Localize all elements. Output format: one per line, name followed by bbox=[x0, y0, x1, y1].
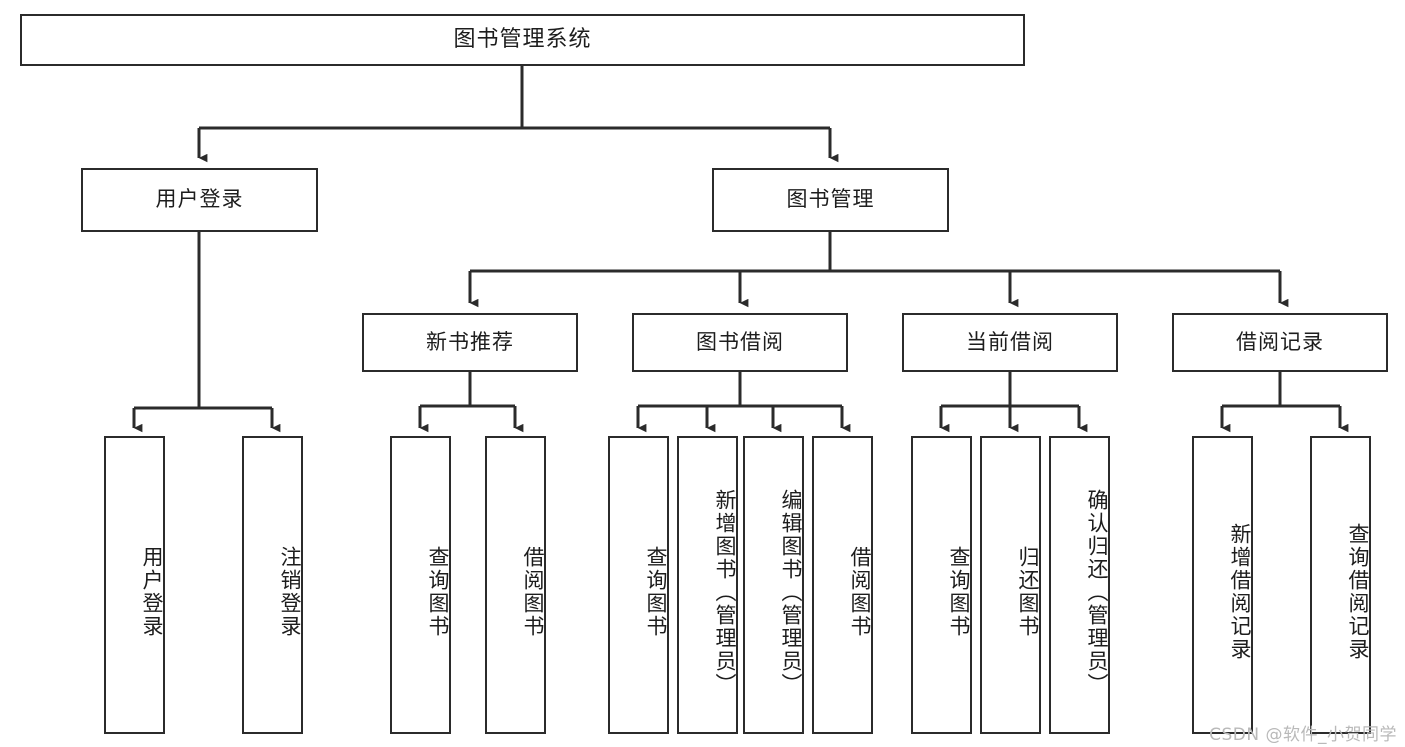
leaf-user-login-logout[interactable]: 注销登录 bbox=[242, 436, 303, 734]
csdn-watermark: CSDN @软件_小贺同学 bbox=[1209, 725, 1397, 745]
leaf-book-borrow-edit[interactable]: 编辑图书（管理员） bbox=[743, 436, 804, 734]
leaf-current-borrow-query[interactable]: 查询图书 bbox=[911, 436, 972, 734]
node-borrow-record[interactable]: 借阅记录 bbox=[1172, 313, 1388, 372]
node-label: 图书管理系统 bbox=[453, 26, 592, 52]
node-label: 用户登录 bbox=[140, 546, 164, 638]
leaf-user-login-login[interactable]: 用户登录 bbox=[104, 436, 165, 734]
node-label: 查询图书 bbox=[426, 546, 450, 638]
node-label: 新增图书（管理员） bbox=[713, 488, 737, 696]
node-current-borrow[interactable]: 当前借阅 bbox=[902, 313, 1118, 372]
node-book-borrow[interactable]: 图书借阅 bbox=[632, 313, 848, 372]
node-label: 当前借阅 bbox=[966, 329, 1054, 354]
node-book-management[interactable]: 图书管理 bbox=[712, 168, 949, 232]
leaf-borrow-record-query[interactable]: 查询借阅记录 bbox=[1310, 436, 1371, 734]
node-label: 图书管理 bbox=[786, 187, 875, 212]
node-new-book-recommend[interactable]: 新书推荐 bbox=[362, 313, 578, 372]
leaf-borrow-record-add[interactable]: 新增借阅记录 bbox=[1192, 436, 1253, 734]
node-label: 用户登录 bbox=[155, 187, 244, 212]
leaf-book-borrow-query[interactable]: 查询图书 bbox=[608, 436, 669, 734]
node-user-login[interactable]: 用户登录 bbox=[81, 168, 318, 232]
leaf-book-borrow-borrow[interactable]: 借阅图书 bbox=[812, 436, 873, 734]
node-label: 新书推荐 bbox=[426, 329, 514, 354]
node-label: 归还图书 bbox=[1016, 546, 1040, 638]
leaf-current-borrow-confirm-return[interactable]: 确认归还（管理员） bbox=[1049, 436, 1110, 734]
node-label: 图书借阅 bbox=[696, 329, 784, 354]
node-label: 借阅记录 bbox=[1236, 329, 1324, 354]
node-root-system[interactable]: 图书管理系统 bbox=[20, 14, 1025, 66]
node-label: 查询借阅记录 bbox=[1346, 523, 1370, 661]
node-label: 编辑图书（管理员） bbox=[779, 488, 803, 696]
node-label: 确认归还（管理员） bbox=[1085, 488, 1109, 696]
node-label: 查询图书 bbox=[644, 546, 668, 638]
node-label: 注销登录 bbox=[278, 546, 302, 638]
node-label: 新增借阅记录 bbox=[1228, 523, 1252, 661]
leaf-current-borrow-return[interactable]: 归还图书 bbox=[980, 436, 1041, 734]
leaf-book-borrow-add[interactable]: 新增图书（管理员） bbox=[677, 436, 738, 734]
node-label: 查询图书 bbox=[947, 546, 971, 638]
node-label: 借阅图书 bbox=[521, 546, 545, 638]
leaf-new-book-borrow[interactable]: 借阅图书 bbox=[485, 436, 546, 734]
node-label: 借阅图书 bbox=[848, 546, 872, 638]
leaf-new-book-query[interactable]: 查询图书 bbox=[390, 436, 451, 734]
